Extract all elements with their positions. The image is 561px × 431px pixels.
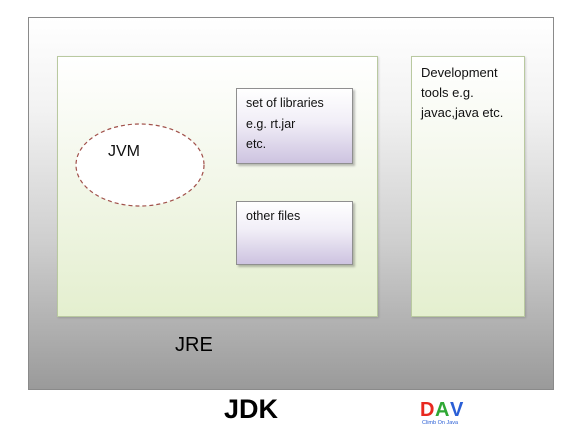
dav-logo: D A V Climb On Java xyxy=(420,399,464,426)
jdk-label: JDK xyxy=(224,394,279,424)
other-files-text: other files xyxy=(246,209,301,223)
libraries-box: set of libraries e.g. rt.jar etc. xyxy=(236,88,353,164)
development-tools-text: Development tools e.g. javac,java etc. xyxy=(421,65,504,120)
jvm-label: JVM xyxy=(108,143,140,160)
logo-letter-d: D xyxy=(420,399,434,421)
logo-letter-a: A xyxy=(435,399,449,421)
jre-label: JRE xyxy=(175,334,213,356)
development-tools-box: Development tools e.g. javac,java etc. xyxy=(411,56,525,317)
libraries-text: set of libraries e.g. rt.jar etc. xyxy=(246,96,324,151)
logo-letter-v: V xyxy=(450,399,464,421)
logo-tagline: Climb On Java xyxy=(422,420,459,426)
other-files-box: other files xyxy=(236,201,353,265)
jvm-ellipse xyxy=(75,123,205,207)
